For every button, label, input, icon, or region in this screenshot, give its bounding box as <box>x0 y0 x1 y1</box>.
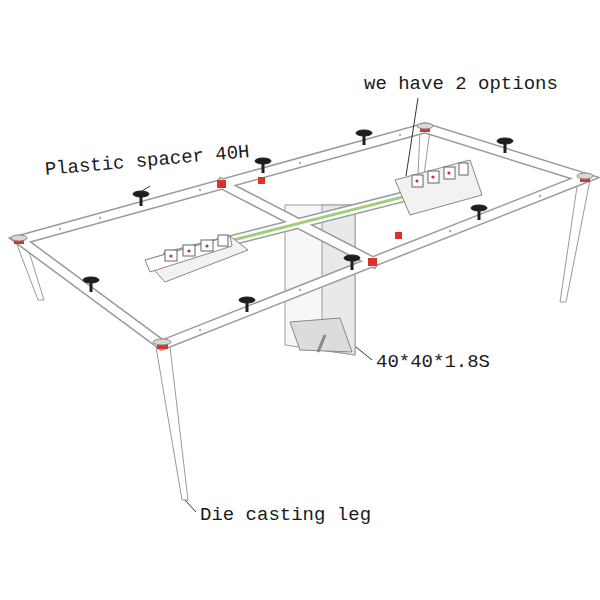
callout-label: 40*40*1.8S <box>376 352 490 373</box>
callout-label: Plastic spacer 40H <box>44 142 250 181</box>
red-connectors <box>14 124 590 349</box>
power-box-left <box>145 235 248 282</box>
beams <box>20 128 585 345</box>
legs <box>16 130 590 500</box>
callout-label: Die casting leg <box>200 505 371 526</box>
corner-caps <box>11 123 593 345</box>
callout-label: we have 2 options <box>364 74 558 95</box>
power-box-right <box>395 160 482 215</box>
